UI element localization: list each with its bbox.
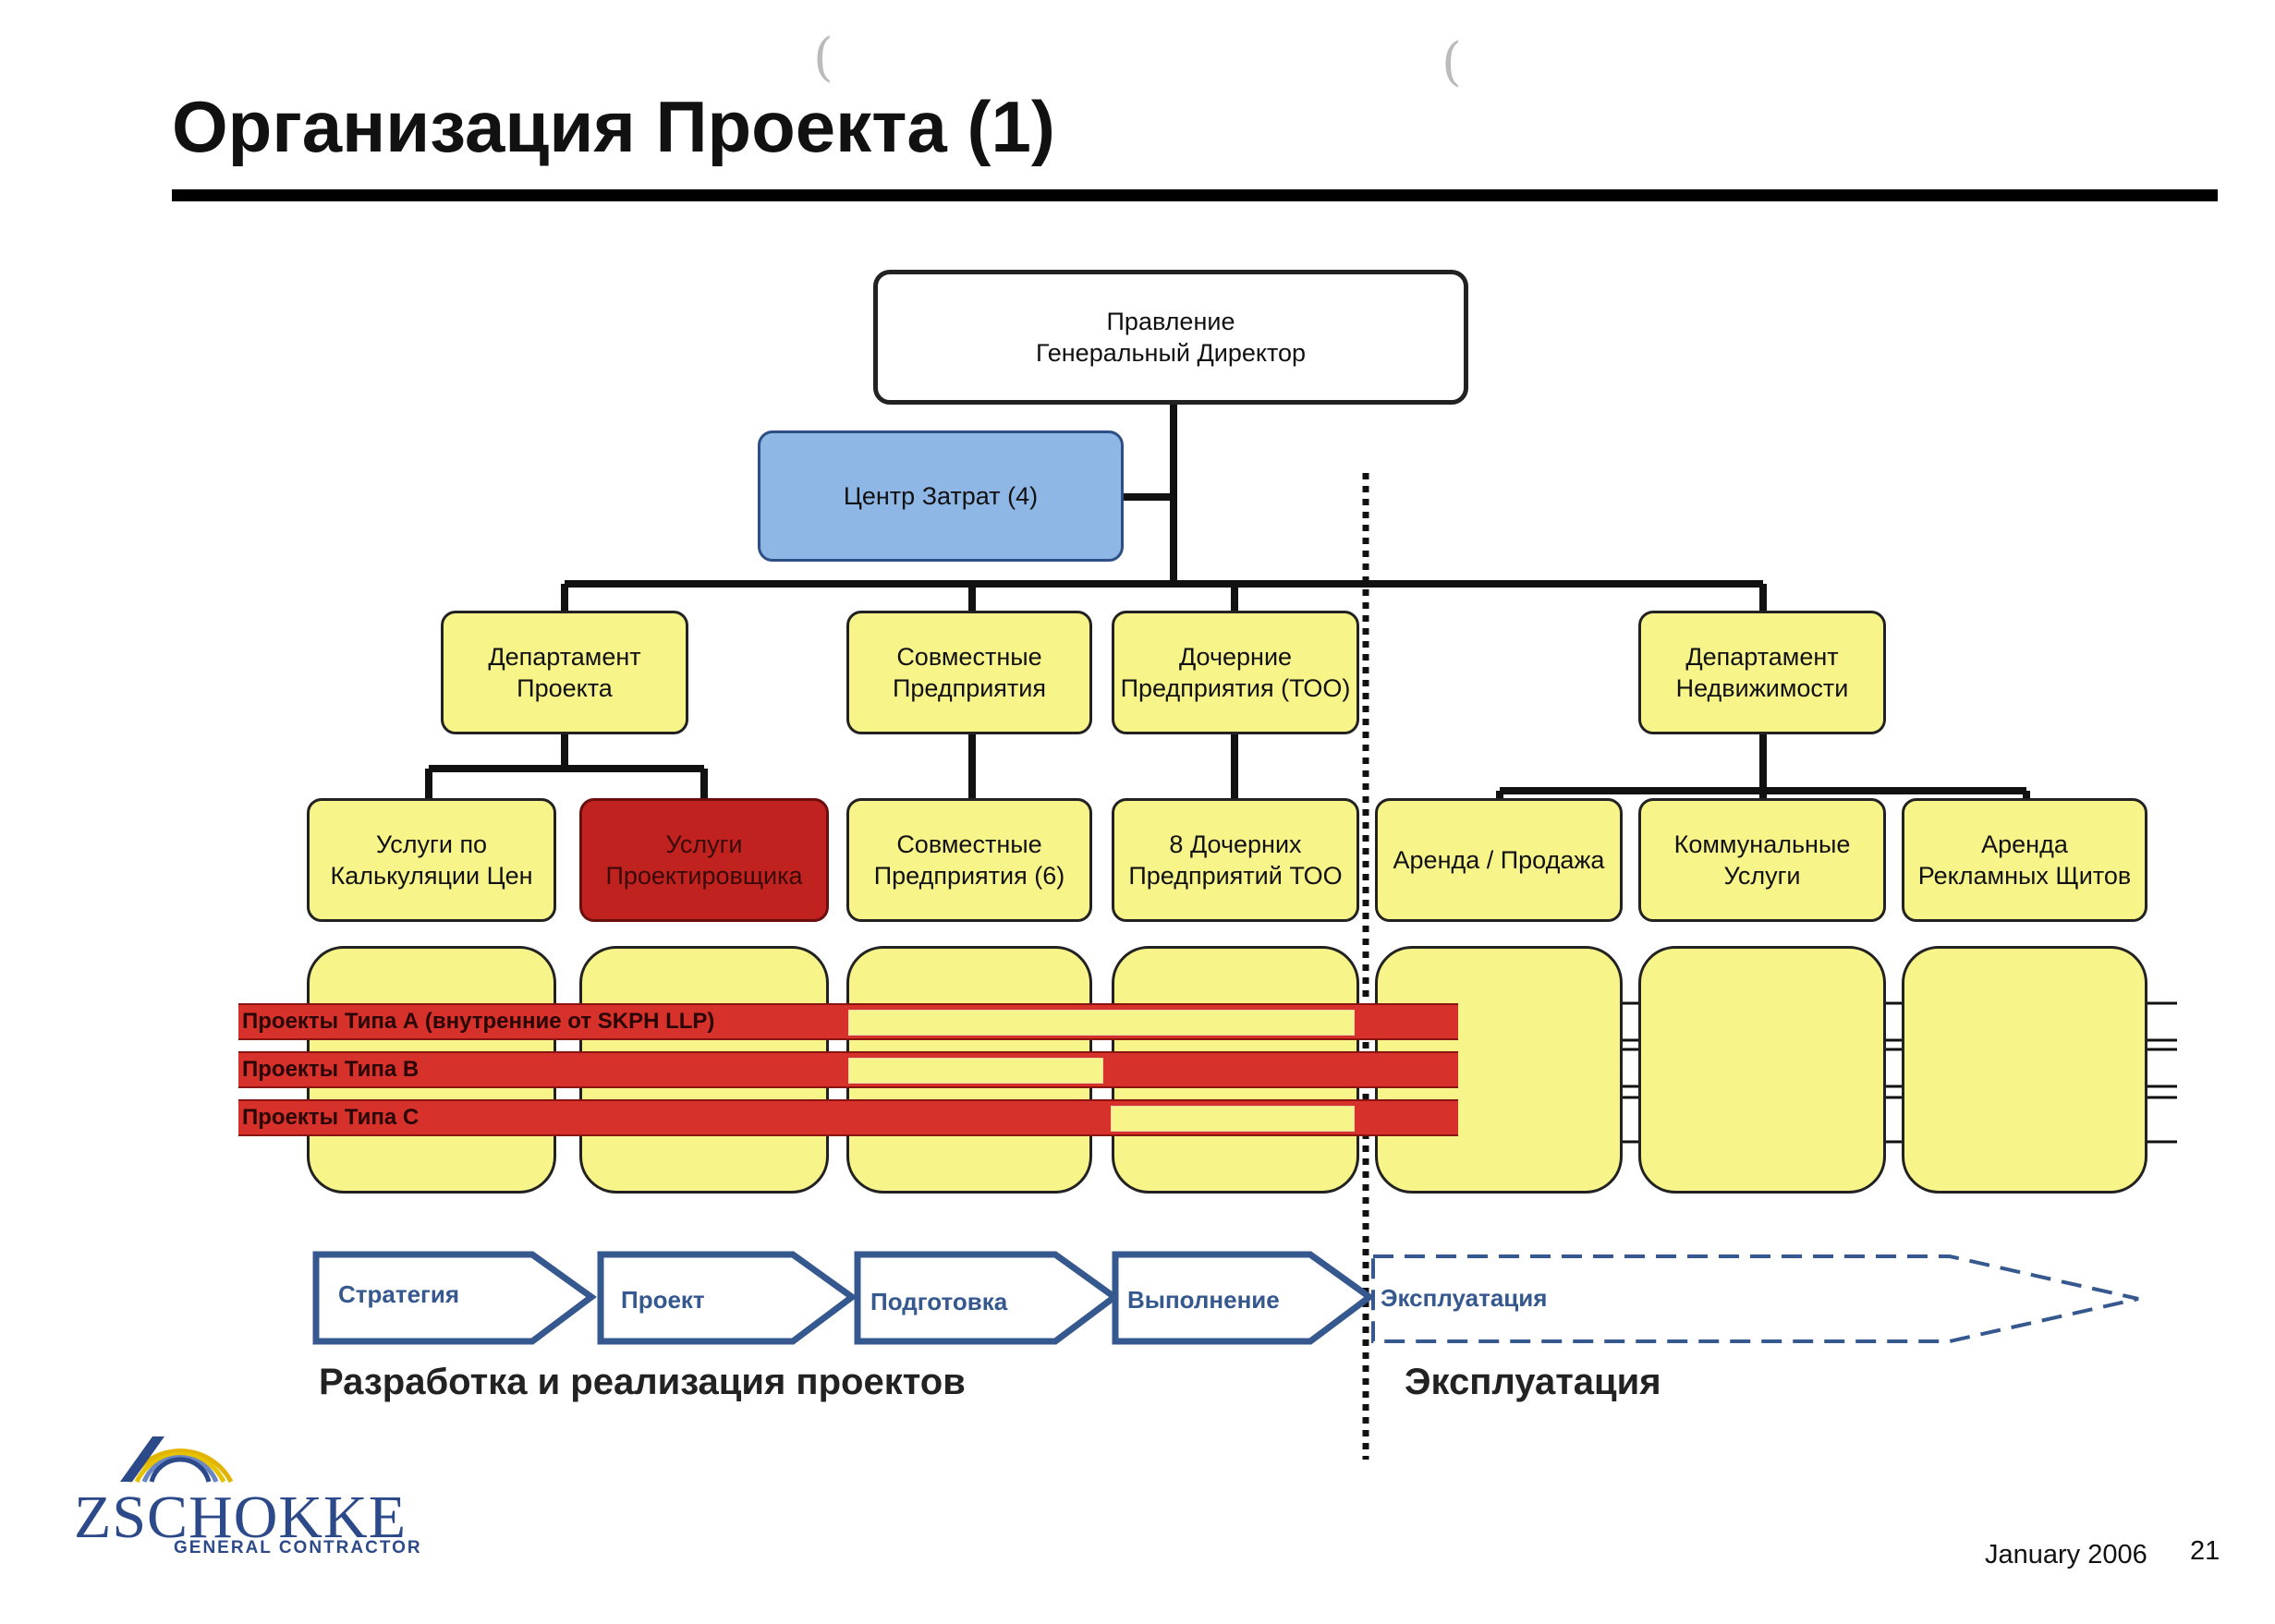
band-gap [848, 1058, 1103, 1084]
phase-operation-label: Эксплуатация [1381, 1284, 1548, 1312]
scan-speck: ( [813, 28, 833, 88]
operation-label: Эксплуатация [1405, 1362, 1661, 1402]
logo-subtitle: GENERAL CONTRACTOR [174, 1538, 422, 1557]
board-label: Правление [1106, 308, 1235, 335]
phase-chevron-preparation [854, 1251, 1120, 1345]
footer-date: January 2006 [1985, 1540, 2147, 1569]
phase-chevron-project [597, 1251, 858, 1345]
box-line: Департамент [1685, 643, 1839, 671]
phase-project-label: Проект [621, 1286, 705, 1314]
phase-chevron-execution [1112, 1251, 1375, 1345]
ceo-label: Генеральный Директор [1035, 339, 1307, 367]
box-line: Департамент [488, 643, 641, 671]
box-line: Проекта [517, 674, 613, 702]
project-type-a-label: Проекты Типа А (внутренние от SKPH LLP) [242, 1009, 715, 1034]
box-line: Услуги по [375, 830, 488, 858]
project-column [1902, 946, 2147, 1194]
box-line: Коммунальные [1673, 830, 1851, 858]
phase-execution-label: Выполнение [1127, 1286, 1280, 1314]
box-line: 8 Дочерних [1169, 830, 1302, 858]
page-number: 21 [2190, 1536, 2220, 1566]
box-line: Недвижимости [1675, 674, 1849, 702]
price-calc-services-box: Услуги по Калькуляции Цен [307, 798, 556, 922]
box-line: Калькуляции Цен [330, 862, 533, 890]
phase-chevron-strategy [312, 1251, 597, 1345]
project-column [1638, 946, 1886, 1194]
box-line: Аренда [1981, 830, 2068, 858]
box-line: Совместные [896, 830, 1042, 858]
development-label: Разработка и реализация проектов [319, 1362, 966, 1402]
project-type-c-label: Проекты Типа С [242, 1105, 420, 1130]
box-line: Услуги [1723, 862, 1801, 890]
cost-center-box: Центр Затрат (4) [758, 430, 1124, 562]
box-line: Услуги [665, 830, 743, 858]
box-line: Предприятий ТОО [1128, 862, 1343, 890]
cost-center-label: Центр Затрат (4) [843, 482, 1039, 510]
box-line: Предприятия [892, 674, 1046, 702]
logo-wordmark: ZSCHOKKE [74, 1484, 408, 1551]
phase-preparation-label: Подготовка [870, 1288, 1008, 1315]
box-line: Дочерние [1178, 643, 1293, 671]
box-line: Предприятия (6) [873, 862, 1065, 890]
title-underline [172, 189, 2218, 201]
page-title: Организация Проекта (1) [172, 86, 1055, 167]
project-type-b-label: Проекты Типа В [242, 1057, 420, 1082]
phase-strategy-label: Стратегия [338, 1280, 460, 1308]
scan-speck: ( [1442, 32, 1462, 92]
rent-sale-box: Аренда / Продажа [1375, 798, 1623, 922]
band-gap [1111, 1106, 1355, 1132]
box-line: Проектировщика [605, 862, 803, 890]
box-line: Рекламных Щитов [1917, 862, 2132, 890]
band-gap [848, 1010, 1355, 1036]
box-line: Предприятия (ТОО) [1120, 674, 1351, 702]
phase-chevron-operation [1371, 1254, 2139, 1343]
box-line: Совместные [896, 643, 1042, 671]
box-line: Аренда / Продажа [1393, 846, 1605, 874]
